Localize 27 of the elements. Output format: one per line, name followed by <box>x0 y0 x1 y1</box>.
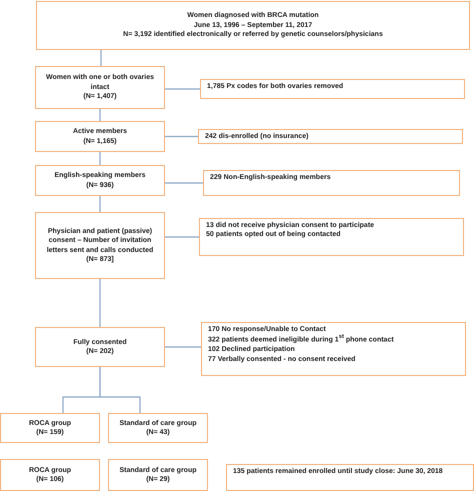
flow-box <box>35 212 165 279</box>
connector-line <box>99 279 101 327</box>
connector-line <box>99 152 101 165</box>
flow-box <box>203 170 460 196</box>
flow-box <box>108 459 208 491</box>
connector-line <box>99 196 101 212</box>
flow-box <box>35 165 165 196</box>
connector-line <box>165 182 203 184</box>
flow-box <box>198 129 463 144</box>
flow-box <box>201 322 466 376</box>
connector-line <box>99 109 101 121</box>
connector-line <box>165 88 200 90</box>
connector-line <box>165 136 198 138</box>
flow-box <box>0 413 100 443</box>
flow-box <box>226 464 474 491</box>
flow-box <box>200 79 465 99</box>
flow-box <box>108 413 208 443</box>
flow-box <box>35 66 165 109</box>
flow-box <box>35 121 165 152</box>
flow-box <box>0 459 100 491</box>
connector-line <box>100 50 102 66</box>
flow-box <box>35 327 165 367</box>
flow-box <box>199 218 464 256</box>
connector-line <box>99 367 141 413</box>
flow-box <box>36 1 470 50</box>
connector-line <box>165 346 201 348</box>
connector-line <box>165 236 199 238</box>
